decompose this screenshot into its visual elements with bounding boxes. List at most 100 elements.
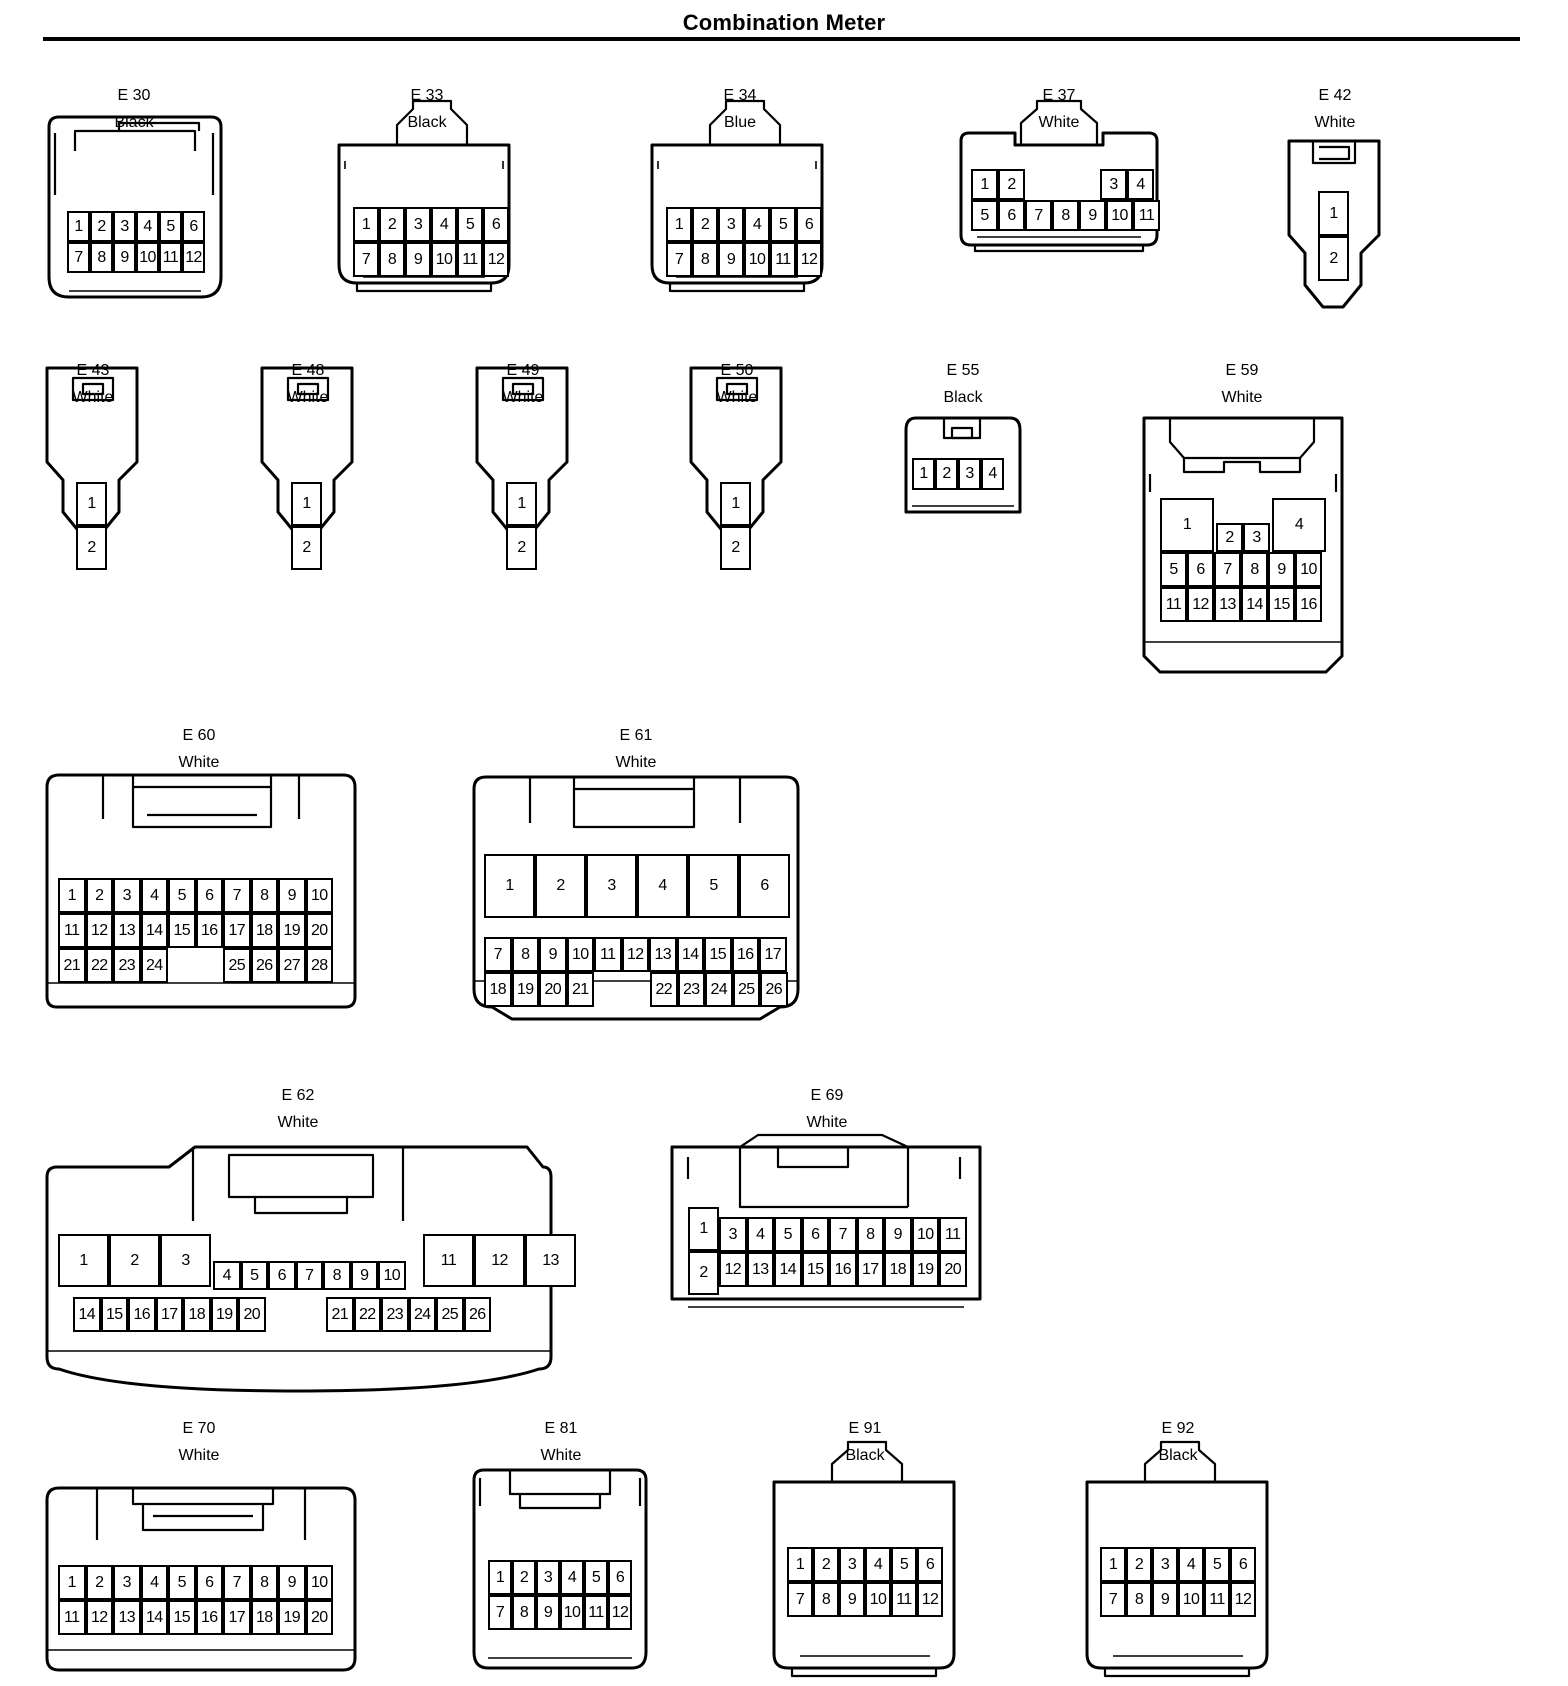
- pin-cell: 5: [1204, 1547, 1230, 1582]
- pin-cell: 15: [704, 937, 732, 972]
- housing-outline: [117, 121, 201, 131]
- pin-cell: 10: [431, 242, 457, 277]
- pin-cell: 1: [971, 169, 998, 200]
- connector-color: Blue: [723, 114, 757, 131]
- pin-cell: 13: [1214, 587, 1241, 622]
- pin-cell: 7: [829, 1217, 857, 1252]
- connector-color: White: [178, 1447, 220, 1464]
- housing-outline: [355, 283, 493, 293]
- connector-color: Black: [114, 114, 154, 131]
- pin-cell: 2: [813, 1547, 839, 1582]
- pin-cell: 9: [278, 1565, 306, 1600]
- connector-id: E 34: [723, 87, 757, 104]
- pin-cell: 6: [1187, 552, 1214, 587]
- pin-cell: 8: [856, 1217, 884, 1252]
- pin-cell: 14: [1241, 587, 1268, 622]
- pin-cell: 19: [278, 1600, 306, 1635]
- pin-cell: 9: [884, 1217, 912, 1252]
- pin-cell: 18: [884, 1252, 912, 1287]
- connector-housing: [45, 1145, 553, 1393]
- pin-cell: 13: [525, 1234, 576, 1287]
- pin-cell: 5: [891, 1547, 917, 1582]
- connector-id: E 62: [281, 1087, 315, 1104]
- pin-cell: 1: [912, 458, 935, 490]
- pin-cell: 8: [511, 937, 539, 972]
- housing-outline: [472, 1468, 648, 1670]
- pin-cell: 12: [474, 1234, 525, 1287]
- pin-cell: 21: [58, 948, 86, 983]
- pin-cell: 4: [746, 1217, 774, 1252]
- pin-cell: 2: [379, 207, 405, 242]
- housing-outline: [71, 376, 115, 402]
- pin-cell: 1: [58, 1565, 86, 1600]
- pin-cell: 5: [240, 1261, 268, 1290]
- pin-cell: 11: [457, 242, 483, 277]
- pin-cell: 2: [692, 207, 718, 242]
- pin-cell: 20: [238, 1297, 266, 1332]
- pin-cell: 7: [1100, 1582, 1126, 1617]
- pin-cell: 23: [113, 948, 141, 983]
- pin-cell: 11: [1204, 1582, 1230, 1617]
- pin-cell: 19: [278, 913, 306, 948]
- pin-cell: 18: [484, 972, 512, 1007]
- pin-cell: 15: [100, 1297, 128, 1332]
- pin-cell: 11: [159, 242, 182, 273]
- pin-cell: 5: [168, 1565, 196, 1600]
- pin-cell: 2: [935, 458, 958, 490]
- pin-cell: 4: [560, 1560, 584, 1595]
- connector-housing: [959, 99, 1159, 253]
- pin-cell: 6: [182, 211, 205, 242]
- pin-cell: 5: [168, 878, 196, 913]
- pin-cell: 12: [182, 242, 205, 273]
- connector-id: E 42: [1318, 87, 1352, 104]
- pin-cell: 8: [512, 1595, 536, 1630]
- pin-cell: 11: [891, 1582, 917, 1617]
- pin-cell: 6: [608, 1560, 632, 1595]
- pin-cell: 12: [796, 242, 822, 277]
- pin-cell: 23: [677, 972, 705, 1007]
- connector-color: Black: [407, 114, 447, 131]
- housing-outline: [73, 129, 197, 151]
- pin-cell: 5: [770, 207, 796, 242]
- pin-cell: 2: [85, 1565, 113, 1600]
- connector-color: Black: [845, 1447, 885, 1464]
- pin-cell: 12: [1187, 587, 1214, 622]
- pin-cell: 16: [195, 1600, 223, 1635]
- pin-cell: 5: [971, 200, 998, 231]
- pin-cell: 5: [1160, 552, 1187, 587]
- housing-outline: [253, 1197, 349, 1215]
- housing-outline: [81, 382, 105, 396]
- pin-cell: 1: [1160, 498, 1214, 552]
- pin-cell: 13: [649, 937, 677, 972]
- pin-cell: 15: [1268, 587, 1295, 622]
- pin-cell: 25: [732, 972, 760, 1007]
- pin-cell: 1: [291, 482, 322, 526]
- housing-outline: [131, 775, 273, 789]
- pin-cell: 2: [688, 1251, 719, 1295]
- pin-cell: 8: [90, 242, 113, 273]
- pin-cell: 9: [350, 1261, 378, 1290]
- pin-cell: 4: [1127, 169, 1154, 200]
- pin-cell: 6: [917, 1547, 943, 1582]
- pin-cell: 2: [85, 878, 113, 913]
- housing-outline: [501, 376, 545, 402]
- pin-cell: 3: [586, 854, 637, 918]
- pin-cell: 16: [829, 1252, 857, 1287]
- connector-housing: [472, 1468, 648, 1670]
- housing-outline: [1319, 145, 1351, 161]
- pin-cell: 14: [774, 1252, 802, 1287]
- pin-cell: 3: [718, 207, 744, 242]
- pin-cell: 3: [113, 211, 136, 242]
- pin-cell: 25: [436, 1297, 464, 1332]
- pin-cell: 3: [536, 1560, 560, 1595]
- pin-cell: 11: [770, 242, 796, 277]
- pin-cell: 9: [536, 1595, 560, 1630]
- housing-outline: [296, 382, 320, 396]
- pin-cell: 3: [719, 1217, 747, 1252]
